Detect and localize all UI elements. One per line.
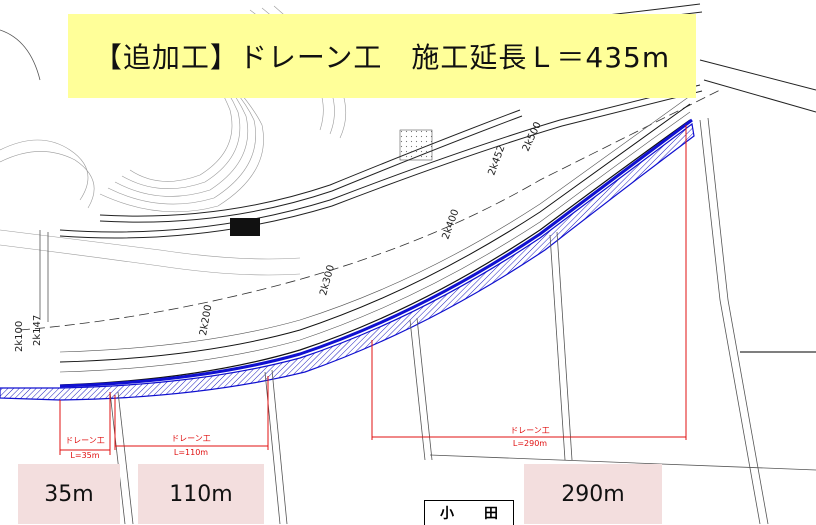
- embankment: [59, 95, 691, 386]
- place-name-box: 小 田: [424, 500, 514, 525]
- stair-structure: [399, 129, 433, 161]
- segment-3-length-big: 290m: [561, 481, 625, 507]
- place-name-char-2: 田: [484, 506, 498, 522]
- dimension-lines: [59, 125, 687, 455]
- segment-3-length: L=290m: [513, 439, 547, 448]
- field-boundaries: [0, 29, 816, 524]
- page-title: 【追加工】ドレーン工 施工延長Ｌ＝435m: [93, 41, 671, 74]
- station-2k200: 2k200: [198, 304, 214, 337]
- drain-band: [0, 122, 695, 401]
- station-2k147: 2k147: [32, 315, 43, 346]
- station-2k500: 2k500: [521, 120, 544, 153]
- segment-1-length-box: 35m: [18, 464, 120, 524]
- segment-2-length-big: 110m: [169, 481, 233, 507]
- dimension-labels: ドレーン工 L=35m ドレーン工 L=110m ドレーン工 L=290m: [65, 426, 550, 460]
- drain-line: [59, 118, 693, 388]
- segment-1-length-big: 35m: [44, 481, 94, 507]
- station-2k300: 2k300: [318, 264, 337, 297]
- center-line: [19, 89, 721, 331]
- segment-2-name: ドレーン工: [171, 434, 211, 443]
- station-labels: 2k100 2k147 2k200 2k300 2k400 2k452 2k50…: [14, 120, 544, 352]
- station-2k400: 2k400: [440, 208, 461, 241]
- station-2k100: 2k100: [14, 321, 25, 352]
- title-banner: 【追加工】ドレーン工 施工延長Ｌ＝435m: [68, 14, 696, 98]
- segment-1-name: ドレーン工: [65, 436, 105, 445]
- segment-1-length: L=35m: [70, 451, 99, 460]
- segment-3-length-box: 290m: [524, 464, 662, 524]
- segment-2-length-box: 110m: [138, 464, 264, 524]
- segment-2-length: L=110m: [174, 448, 208, 457]
- place-name-char-1: 小: [440, 506, 454, 522]
- segment-3-name: ドレーン工: [510, 426, 550, 435]
- bridge-structure: [230, 218, 260, 236]
